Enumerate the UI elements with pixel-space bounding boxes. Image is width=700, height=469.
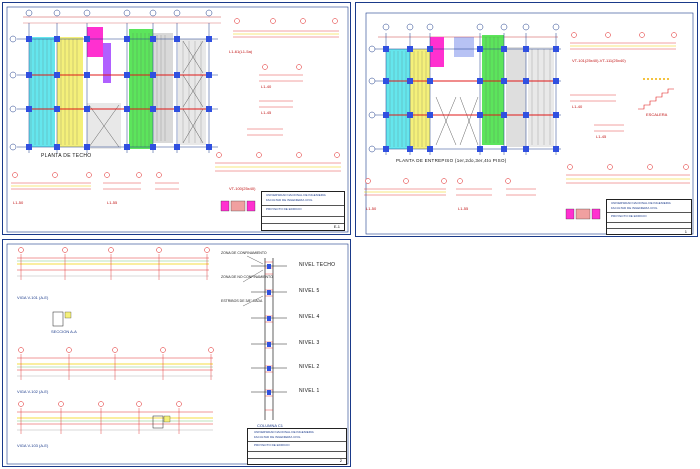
column-title: COLUMNA C1	[257, 423, 284, 428]
tb-sheet-number: 2	[339, 458, 342, 463]
floor-plan-drawing	[364, 12, 694, 235]
title-block: UNIVERSIDAD NACIONAL DE INGENIERIA FACUL…	[261, 191, 345, 231]
section-label: SECCION A-A	[51, 329, 77, 334]
zone-label: ZONA DE NO CONFINAMIENTO	[221, 275, 273, 279]
drawing-sheet-details: VIGA V-101 (A-E) SECCION A-A VIGA V-102 …	[2, 239, 351, 467]
title-block: UNIVERSIDAD NACIONAL DE INGENIERIA FACUL…	[606, 199, 692, 235]
tb-faculty: FACULTAD DE INGENIERIA CIVIL	[254, 435, 301, 439]
detail-label: L1-50	[366, 206, 377, 211]
level-label: NIVEL 1	[299, 388, 320, 394]
detail-label: L1-50	[13, 200, 24, 205]
tb-faculty: FACULTAD DE INGENIERIA CIVIL	[266, 198, 313, 202]
floor-plan-title: PLANTA DE ENTREPISO (1er,2do,3er,4to PIS…	[396, 158, 507, 163]
drawing-sheet-floor-plan: PLANTA DE ENTREPISO (1er,2do,3er,4to PIS…	[355, 2, 698, 237]
beam-title: VIGA V-103 (A-E)	[17, 443, 49, 448]
level-label: NIVEL TECHO	[299, 262, 336, 268]
tb-sheet-number: E-1	[333, 224, 340, 229]
title-block: UNIVERSIDAD NACIONAL DE INGENIERIA FACUL…	[247, 428, 347, 465]
roof-plan-title: PLANTA DE TECHO	[41, 153, 92, 159]
level-label: NIVEL 5	[299, 288, 320, 294]
stair-label: ESCALERA	[646, 112, 668, 117]
beam-label: VT-100(25x40)	[229, 186, 256, 191]
detail-label: L1-61(L1-5a)	[229, 49, 253, 54]
tb-faculty: FACULTAD DE INGENIERIA CIVIL	[611, 206, 658, 210]
detail-label: L1-45	[596, 134, 607, 139]
detail-label: L1-40	[261, 84, 272, 89]
tb-sheet-number: 1	[684, 229, 687, 234]
detail-label: VT-101(25x40)-VT-111(25x40)	[572, 58, 626, 63]
tb-university: UNIVERSIDAD NACIONAL DE INGENIERIA	[254, 430, 314, 434]
tb-project: PROYECTO DE EDIFICIO	[266, 207, 302, 211]
drawing-sheet-roof-plan: PLANTA DE TECHO L1-61(L1-5a) L1-40 L1-45…	[2, 2, 351, 235]
detail-label: L1-55	[458, 206, 469, 211]
level-label: NIVEL 4	[299, 314, 320, 320]
details-drawing	[6, 243, 349, 465]
tb-project: PROYECTO DE EDIFICIO	[254, 443, 290, 447]
beam-title: VIGA V-102 (A-E)	[17, 389, 49, 394]
detail-label: L1-55	[107, 200, 118, 205]
tb-university: UNIVERSIDAD NACIONAL DE INGENIERIA	[266, 193, 326, 197]
zone-label: ZONA DE CONFINAMIENTO	[221, 251, 267, 255]
tb-project: PROYECTO DE EDIFICIO	[611, 214, 647, 218]
detail-label: L1-45	[261, 110, 272, 115]
beam-title: VIGA V-101 (A-E)	[17, 295, 49, 300]
roof-plan-drawing	[6, 6, 349, 233]
zone-label: ESTRIBOS DE 3/8" CADA	[221, 299, 263, 303]
detail-label: L1-40	[572, 104, 583, 109]
tb-university: UNIVERSIDAD NACIONAL DE INGENIERIA	[611, 201, 671, 205]
level-label: NIVEL 3	[299, 340, 320, 346]
level-label: NIVEL 2	[299, 364, 320, 370]
